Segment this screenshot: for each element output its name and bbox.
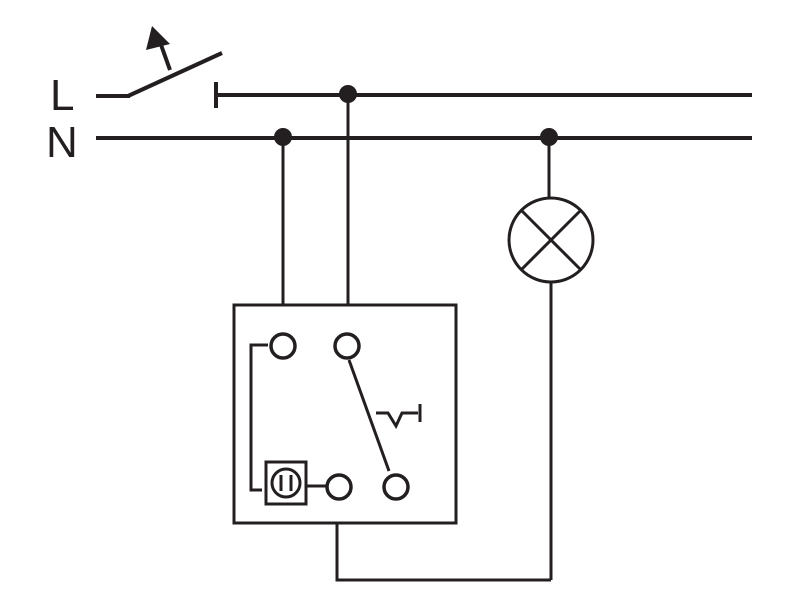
coil-outer-box — [264, 460, 308, 506]
time-delay-icon — [376, 404, 422, 430]
switch-open-icon — [146, 26, 172, 71]
lamp-return-wire — [335, 523, 551, 582]
terminal-bottom-right — [382, 473, 410, 501]
internal-coil-wire — [249, 343, 268, 492]
relay-housing — [232, 303, 458, 525]
relay-contact-blade — [347, 359, 391, 472]
neutral-line-label: N — [46, 118, 78, 167]
terminal-bottom-middle — [325, 473, 353, 501]
terminal-top-left — [269, 332, 297, 360]
switch-arrow-shaft — [158, 41, 172, 71]
coil-ring — [270, 467, 302, 499]
switch-arrow-head — [146, 26, 170, 50]
lamp-cross-b — [519, 208, 583, 272]
lamp-icon — [507, 196, 595, 284]
delay-wave — [376, 411, 418, 430]
live-line-label: L — [50, 71, 74, 120]
relay-coil-icon — [264, 460, 326, 506]
main-switch — [96, 26, 223, 108]
terminal-top-right — [333, 332, 361, 360]
relay-unit — [232, 303, 458, 525]
switch-blade — [127, 51, 223, 98]
